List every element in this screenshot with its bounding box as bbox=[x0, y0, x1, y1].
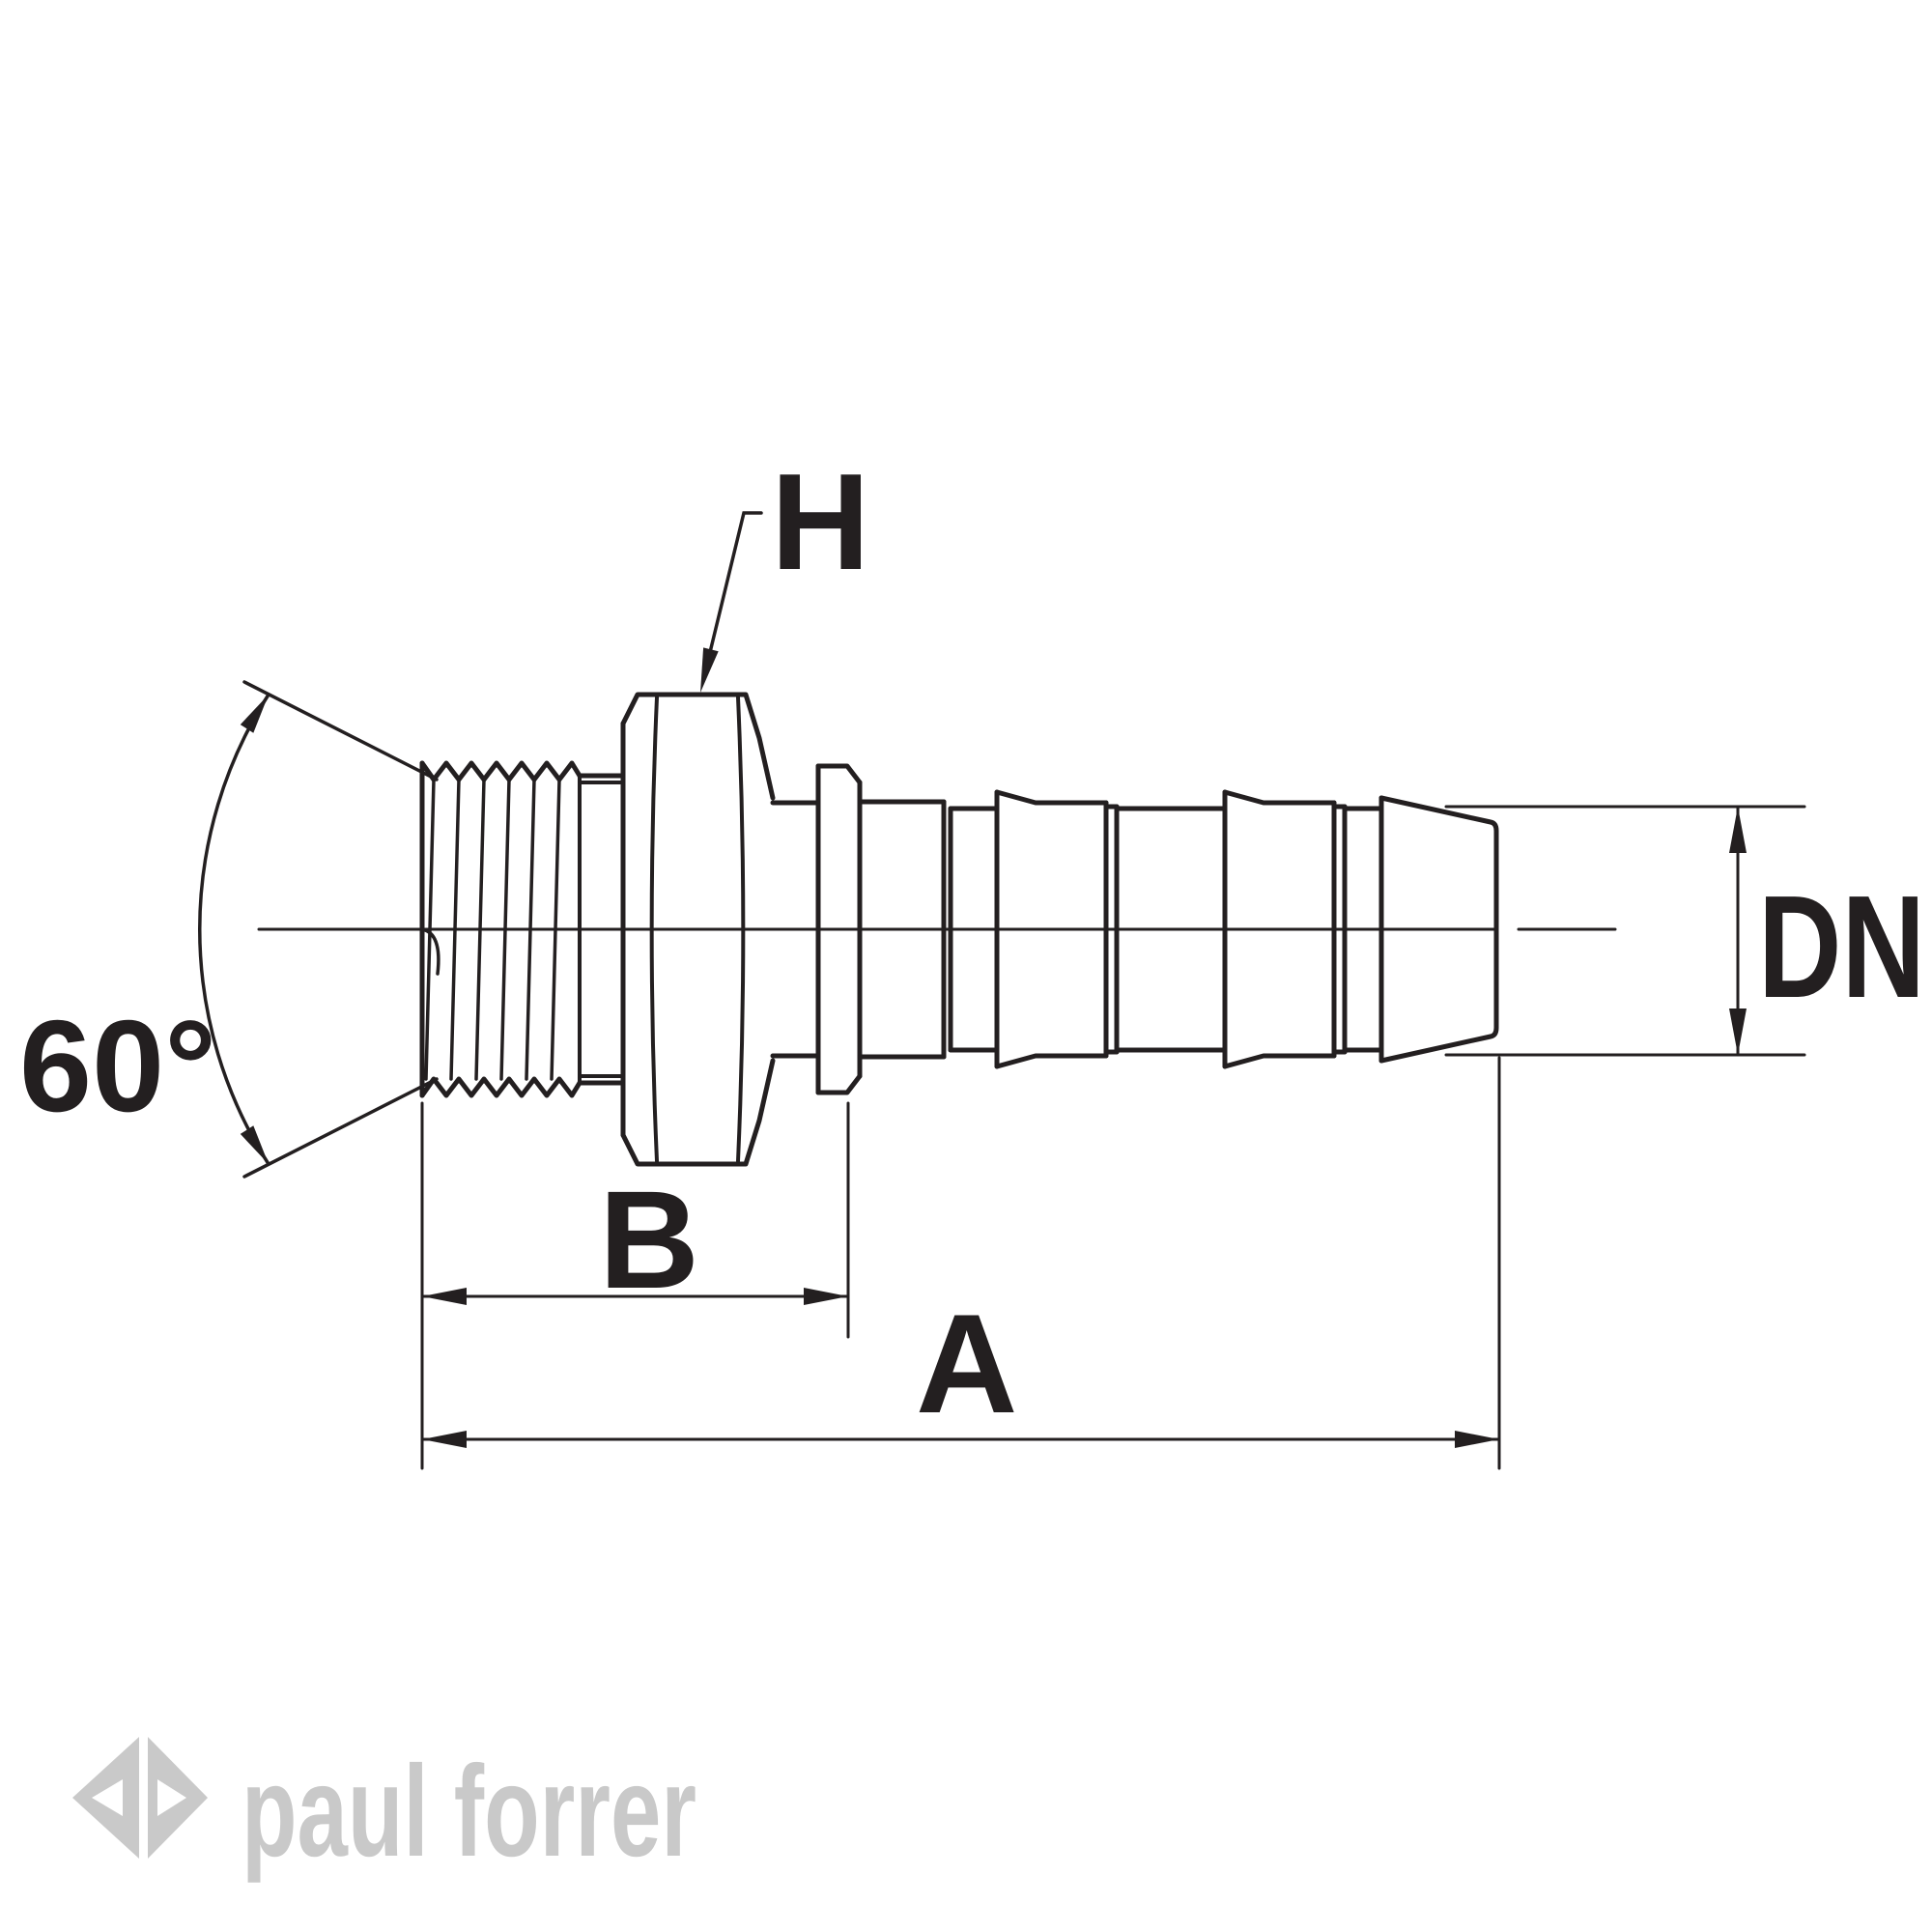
shank bbox=[577, 773, 626, 1086]
cone-angle-line-lower bbox=[242, 1077, 439, 1179]
thread-flank-lines bbox=[424, 778, 561, 1081]
label-nominal-diameter: DN bbox=[1758, 865, 1925, 1028]
logo-wordmark: paul forrer bbox=[242, 1740, 696, 1884]
cone-arc-arrowhead-top bbox=[240, 695, 269, 733]
hex-corner-line-right bbox=[736, 696, 746, 1163]
cone-arc-arrowhead-bottom bbox=[240, 1125, 269, 1164]
cone-bore-hint bbox=[420, 927, 440, 976]
dim-nominal-diameter: DN bbox=[1444, 805, 1925, 1057]
label-thread-length: B bbox=[599, 1162, 699, 1318]
label-overall-length: A bbox=[916, 1285, 1017, 1442]
thread-section bbox=[419, 760, 582, 1098]
hose-stem bbox=[857, 789, 1499, 1069]
thread-zigzag-top bbox=[419, 760, 582, 782]
label-hex-width: H bbox=[771, 445, 870, 599]
collar bbox=[815, 763, 863, 1095]
barb-rib-2 bbox=[1222, 789, 1348, 1069]
logo-diamond-icon bbox=[72, 1737, 208, 1859]
neck-groove bbox=[770, 800, 821, 1059]
h-leader-arrowhead bbox=[700, 647, 719, 693]
logo: paul forrer bbox=[72, 1737, 696, 1884]
dim-hex-width: H bbox=[700, 445, 870, 693]
dim-cone-angle: 60° bbox=[19, 680, 439, 1179]
h-leader-line bbox=[702, 511, 763, 678]
label-cone-angle: 60° bbox=[19, 993, 216, 1139]
stem-tip bbox=[1378, 795, 1499, 1064]
cone-angle-arc bbox=[197, 693, 270, 1166]
dim-thread-length: B bbox=[420, 1101, 850, 1470]
cone-angle-line-upper bbox=[242, 680, 439, 781]
dim-overall-length: A bbox=[420, 1056, 1501, 1470]
hex-corner-line-left bbox=[649, 696, 659, 1163]
barb-rib-1 bbox=[994, 789, 1120, 1069]
thread-zigzag-bottom bbox=[419, 1076, 582, 1098]
hex-nut bbox=[620, 692, 776, 1167]
